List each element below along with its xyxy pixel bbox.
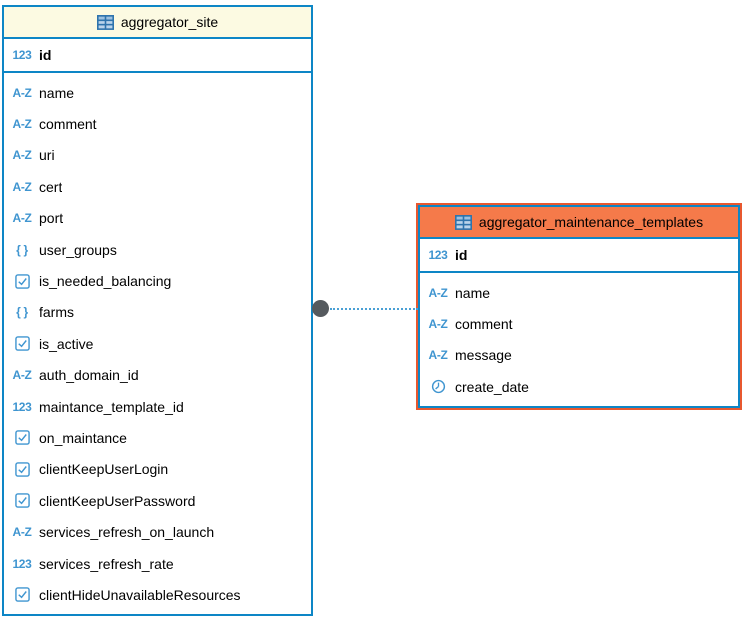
column-name: message	[455, 347, 512, 364]
table-icon	[454, 214, 472, 230]
entity-title: aggregator_site	[120, 14, 219, 30]
column-row[interactable]: on_maintance	[4, 422, 311, 453]
string-type-icon: A-Z	[428, 317, 448, 332]
column-row[interactable]: A-Z comment	[420, 308, 738, 339]
column-name: services_refresh_rate	[39, 555, 174, 572]
datetime-type-icon	[426, 379, 450, 394]
primary-key-row[interactable]: 123 id	[420, 239, 738, 273]
table-icon	[96, 14, 114, 30]
column-row[interactable]: A-Z name	[4, 77, 311, 108]
number-type-icon: 123	[12, 48, 32, 62]
column-row[interactable]: { } user_groups	[4, 234, 311, 265]
column-name: user_groups	[39, 241, 117, 258]
boolean-type-icon	[10, 493, 34, 509]
column-name: id	[455, 247, 468, 263]
number-type-icon: 123	[428, 248, 448, 262]
boolean-type-icon	[10, 273, 34, 289]
number-type-icon: 123	[12, 399, 32, 414]
column-name: is_needed_balancing	[39, 273, 172, 290]
entity-header[interactable]: aggregator_site	[4, 7, 311, 39]
column-row[interactable]: 123 services_refresh_rate	[4, 548, 311, 579]
column-name: is_active	[39, 335, 94, 352]
column-row[interactable]: clientHideUnavailableResources	[4, 579, 311, 610]
string-type-icon: A-Z	[12, 211, 32, 226]
string-type-icon: A-Z	[12, 85, 32, 100]
column-row[interactable]: A-Z uri	[4, 140, 311, 171]
entity-aggregator-maintenance-templates[interactable]: aggregator_maintenance_templates 123 id …	[416, 203, 742, 410]
string-type-icon: A-Z	[12, 179, 32, 194]
column-name: auth_domain_id	[39, 367, 139, 384]
column-name: cert	[39, 178, 63, 195]
column-row[interactable]: clientKeepUserPassword	[4, 485, 311, 516]
column-row[interactable]: { } farms	[4, 297, 311, 328]
column-name: comment	[455, 316, 513, 333]
column-name: farms	[39, 304, 74, 321]
primary-key-row[interactable]: 123 id	[4, 39, 311, 73]
column-name: create_date	[455, 378, 529, 395]
column-row[interactable]: is_active	[4, 328, 311, 359]
column-row[interactable]: A-Z cert	[4, 171, 311, 202]
column-name: name	[455, 284, 491, 301]
column-name: comment	[39, 116, 97, 133]
string-type-icon: A-Z	[12, 525, 32, 540]
string-type-icon: A-Z	[12, 148, 32, 163]
string-type-icon: A-Z	[428, 285, 448, 300]
entity-header[interactable]: aggregator_maintenance_templates	[420, 207, 738, 239]
json-type-icon: { }	[16, 305, 28, 320]
json-type-icon: { }	[16, 242, 28, 257]
column-row[interactable]: A-Z services_refresh_on_launch	[4, 516, 311, 547]
column-row[interactable]: 123 maintance_template_id	[4, 391, 311, 422]
string-type-icon: A-Z	[428, 348, 448, 363]
column-name: clientKeepUserPassword	[39, 492, 196, 509]
string-type-icon: A-Z	[12, 368, 32, 383]
column-name: services_refresh_on_launch	[39, 524, 215, 541]
relationship-endpoint-dot[interactable]	[312, 300, 329, 317]
column-row[interactable]: A-Z comment	[4, 108, 311, 139]
column-name: uri	[39, 147, 55, 164]
boolean-type-icon	[10, 462, 34, 477]
column-row[interactable]: A-Z auth_domain_id	[4, 360, 311, 391]
relationship-line[interactable]	[330, 308, 418, 310]
column-name: clientKeepUserLogin	[39, 461, 169, 478]
column-row[interactable]: A-Z message	[420, 340, 738, 371]
string-type-icon: A-Z	[12, 117, 32, 132]
boolean-type-icon	[10, 430, 34, 446]
column-name: port	[39, 210, 64, 227]
column-row[interactable]: A-Z name	[420, 277, 738, 308]
column-name: on_maintance	[39, 429, 127, 446]
column-name: maintance_template_id	[39, 398, 184, 415]
column-row[interactable]: A-Z port	[4, 203, 311, 234]
entity-title: aggregator_maintenance_templates	[478, 214, 704, 230]
boolean-type-icon	[10, 336, 34, 352]
column-row[interactable]: create_date	[420, 371, 738, 402]
number-type-icon: 123	[12, 556, 32, 571]
column-name: name	[39, 84, 75, 101]
column-name: clientHideUnavailableResources	[39, 586, 241, 603]
column-row[interactable]: is_needed_balancing	[4, 265, 311, 296]
column-row[interactable]: clientKeepUserLogin	[4, 454, 311, 485]
boolean-type-icon	[10, 587, 34, 603]
column-name: id	[39, 47, 52, 63]
